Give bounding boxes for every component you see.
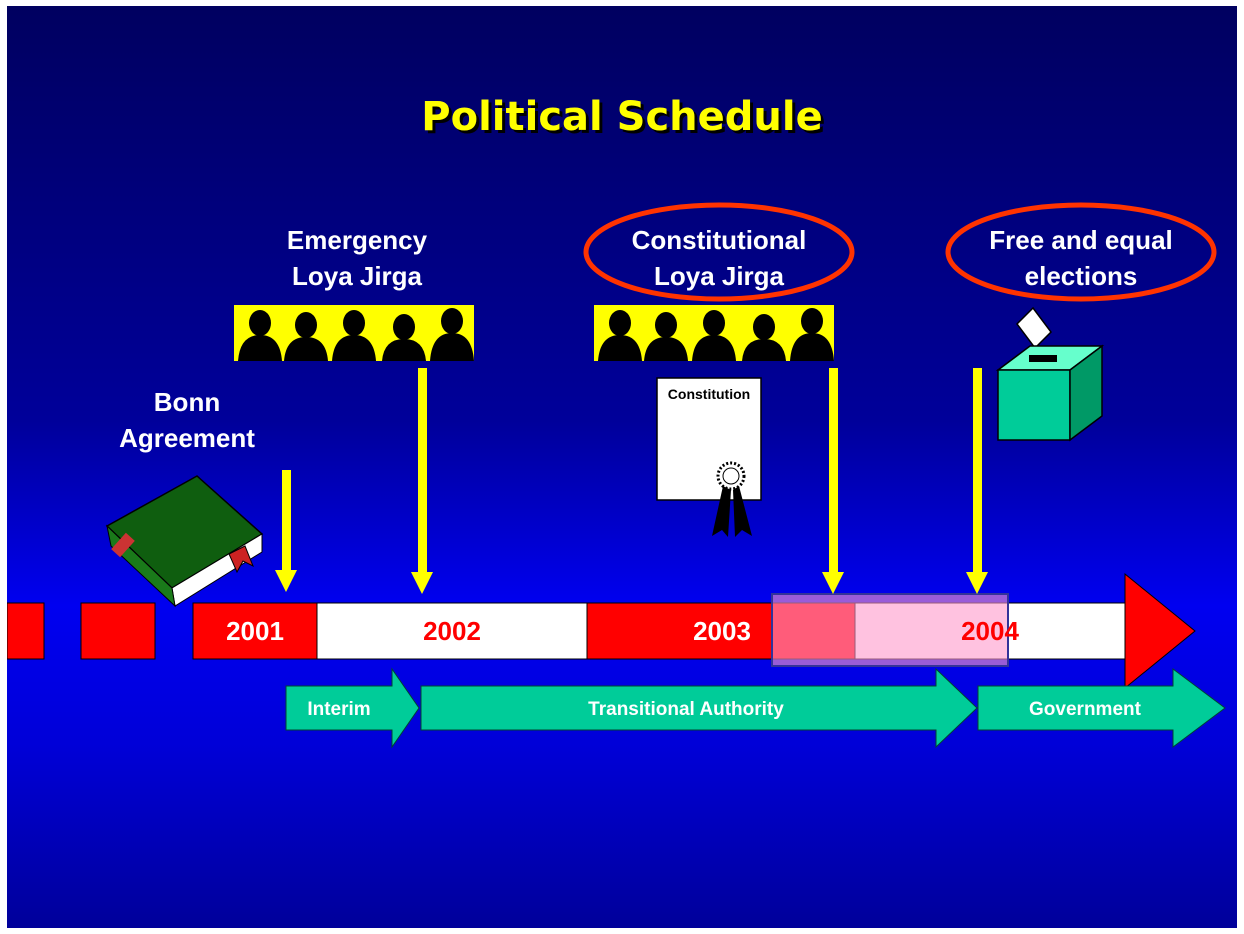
highlight-ring-constitutional xyxy=(583,202,855,302)
highlight-ring-elections xyxy=(945,202,1217,302)
highlight-overlay xyxy=(771,593,1009,667)
phase-label-interim: Interim xyxy=(307,699,371,720)
crowd-silhouette-icon xyxy=(234,305,474,361)
year-label-2004: 2004 xyxy=(961,616,1019,646)
event-label-bonn: Bonn Agreement xyxy=(107,384,267,456)
page-title: Political Schedule xyxy=(421,94,823,140)
event-label-emergency: Emergency Loya Jirga xyxy=(247,222,467,294)
down-arrow-constitutional xyxy=(822,368,844,594)
event-label-constitutional-text: Constitutional Loya Jirga xyxy=(631,225,807,291)
event-label-elections-text: Free and equal elections xyxy=(989,225,1173,291)
event-label-elections: Free and equal elections xyxy=(961,222,1201,294)
event-label-emergency-text: Emergency Loya Jirga xyxy=(286,225,428,291)
constitution-document-icon xyxy=(656,377,762,537)
phase-label-government: Government xyxy=(1029,699,1141,720)
book-icon xyxy=(105,475,264,608)
phase-arrow-government xyxy=(977,668,1226,748)
year-label-2001: 2001 xyxy=(226,616,284,646)
year-label-2002: 2002 xyxy=(423,616,481,646)
event-arrows xyxy=(275,368,988,594)
slide: Political Schedule Bonn Agreement Emerge… xyxy=(7,6,1237,928)
ballot-box-icon xyxy=(995,306,1105,442)
slide-graphics xyxy=(7,202,1226,749)
phase-arrow-transitional xyxy=(420,667,978,749)
phase-arrow-interim xyxy=(285,667,420,749)
event-label-bonn-text: Bonn Agreement xyxy=(119,387,255,453)
down-arrow-elections xyxy=(966,368,988,594)
year-label-2003: 2003 xyxy=(693,616,751,646)
event-label-constitutional: Constitutional Loya Jirga xyxy=(599,222,839,294)
phase-arrows xyxy=(285,667,1226,749)
down-arrow-emergency xyxy=(411,368,433,594)
constitution-label: Constitution xyxy=(667,386,751,402)
crowd-silhouette-icon xyxy=(594,305,834,361)
down-arrow-bonn xyxy=(275,470,297,592)
phase-label-transitional: Transitional Authority xyxy=(588,699,784,720)
